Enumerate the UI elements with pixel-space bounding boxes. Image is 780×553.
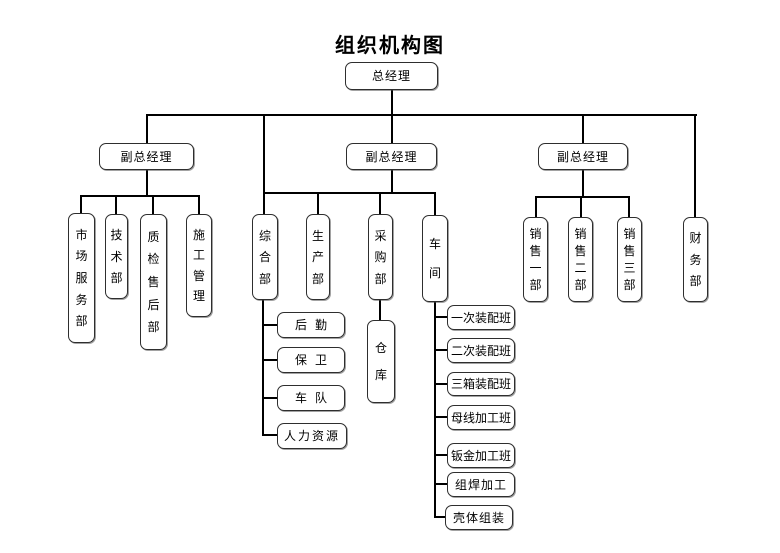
connector-middle-rail [263,192,436,194]
node-workshop: 车间 [422,215,448,302]
connector-vp2-down [391,169,393,194]
connector-stub-sheetmetal [434,454,447,456]
connector-drop-purchasing [379,192,381,214]
connector-workshop-spine [434,302,436,518]
connector-stub-threebox [434,383,447,385]
node-technology-dept: 技术部 [105,214,128,299]
node-production-dept: 生产部 [306,214,330,300]
connector-drop-workshop [434,192,436,215]
node-purchasing-dept: 采购部 [368,214,393,300]
node-sales-dept-1: 销售一部 [523,217,548,302]
connector-vp3-down [582,169,584,198]
connector-drop-vp1 [146,114,148,144]
node-deputy-gm-3: 副总经理 [538,143,628,170]
node-sheet-metal-processing: 钣金加工班 [447,443,515,468]
node-finance-dept: 财务部 [683,217,708,302]
connector-stub-motorpool [262,397,277,399]
node-logistics: 后勤 [277,312,345,338]
connector-vp1-down [146,169,148,197]
connector-drop-technology [115,195,117,214]
connector-stub-busbar [434,416,447,418]
connector-drop-general [263,192,265,214]
node-general-manager: 总经理 [345,62,438,90]
page-title: 组织机构图 [335,35,445,57]
connector-drop-market [80,195,82,214]
connector-stub-logistics [262,324,277,326]
connector-stub-security [262,359,277,361]
connector-drop-sales3 [628,196,630,217]
connector-ceo-down [391,90,393,115]
connector-stub-assembly1 [434,316,447,318]
connector-left-rail [80,195,200,197]
node-sales-dept-3: 销售三部 [617,217,642,302]
node-security: 保卫 [277,347,345,373]
connector-drop-vp2 [391,114,393,144]
node-busbar-processing: 母线加工班 [447,405,515,430]
connector-top-rail [146,114,697,116]
node-assembly-class-1: 一次装配班 [447,305,515,330]
node-motor-pool: 车队 [277,385,345,411]
node-construction-mgmt-dept: 施工管理 [186,214,212,317]
node-market-service-dept: 市场服务部 [68,213,95,343]
connector-stub-shell [434,516,447,518]
node-assembly-class-2: 二次装配班 [447,338,515,363]
node-three-box-assembly: 三箱装配班 [447,372,515,396]
connector-drop-vp3 [582,114,584,144]
connector-drop-qa [152,195,154,214]
connector-drop-finance [694,114,696,217]
node-welding-processing: 组焊加工 [447,472,515,497]
node-qa-aftersales-dept: 质检售后部 [140,214,167,350]
connector-general-spine [262,300,264,436]
node-human-resources: 人力资源 [277,423,347,449]
connector-stub-hr [262,434,277,436]
node-warehouse: 仓库 [367,320,395,403]
node-deputy-gm-2: 副总经理 [346,143,437,170]
node-sales-dept-2: 销售二部 [568,217,593,302]
connector-drop-sales1 [535,196,537,217]
connector-drop-construction [198,195,200,214]
connector-stub-assembly2 [434,349,447,351]
connector-purchasing-warehouse [379,300,381,320]
connector-drop-production [317,192,319,214]
connector-right-rail [535,196,630,198]
connector-drop-middle-long [263,114,265,194]
connector-stub-welding [434,483,447,485]
node-shell-assembly: 壳体组装 [445,505,513,530]
node-deputy-gm-1: 副总经理 [99,143,194,170]
connector-drop-sales2 [580,196,582,217]
node-general-affairs-dept: 综合部 [252,214,278,300]
